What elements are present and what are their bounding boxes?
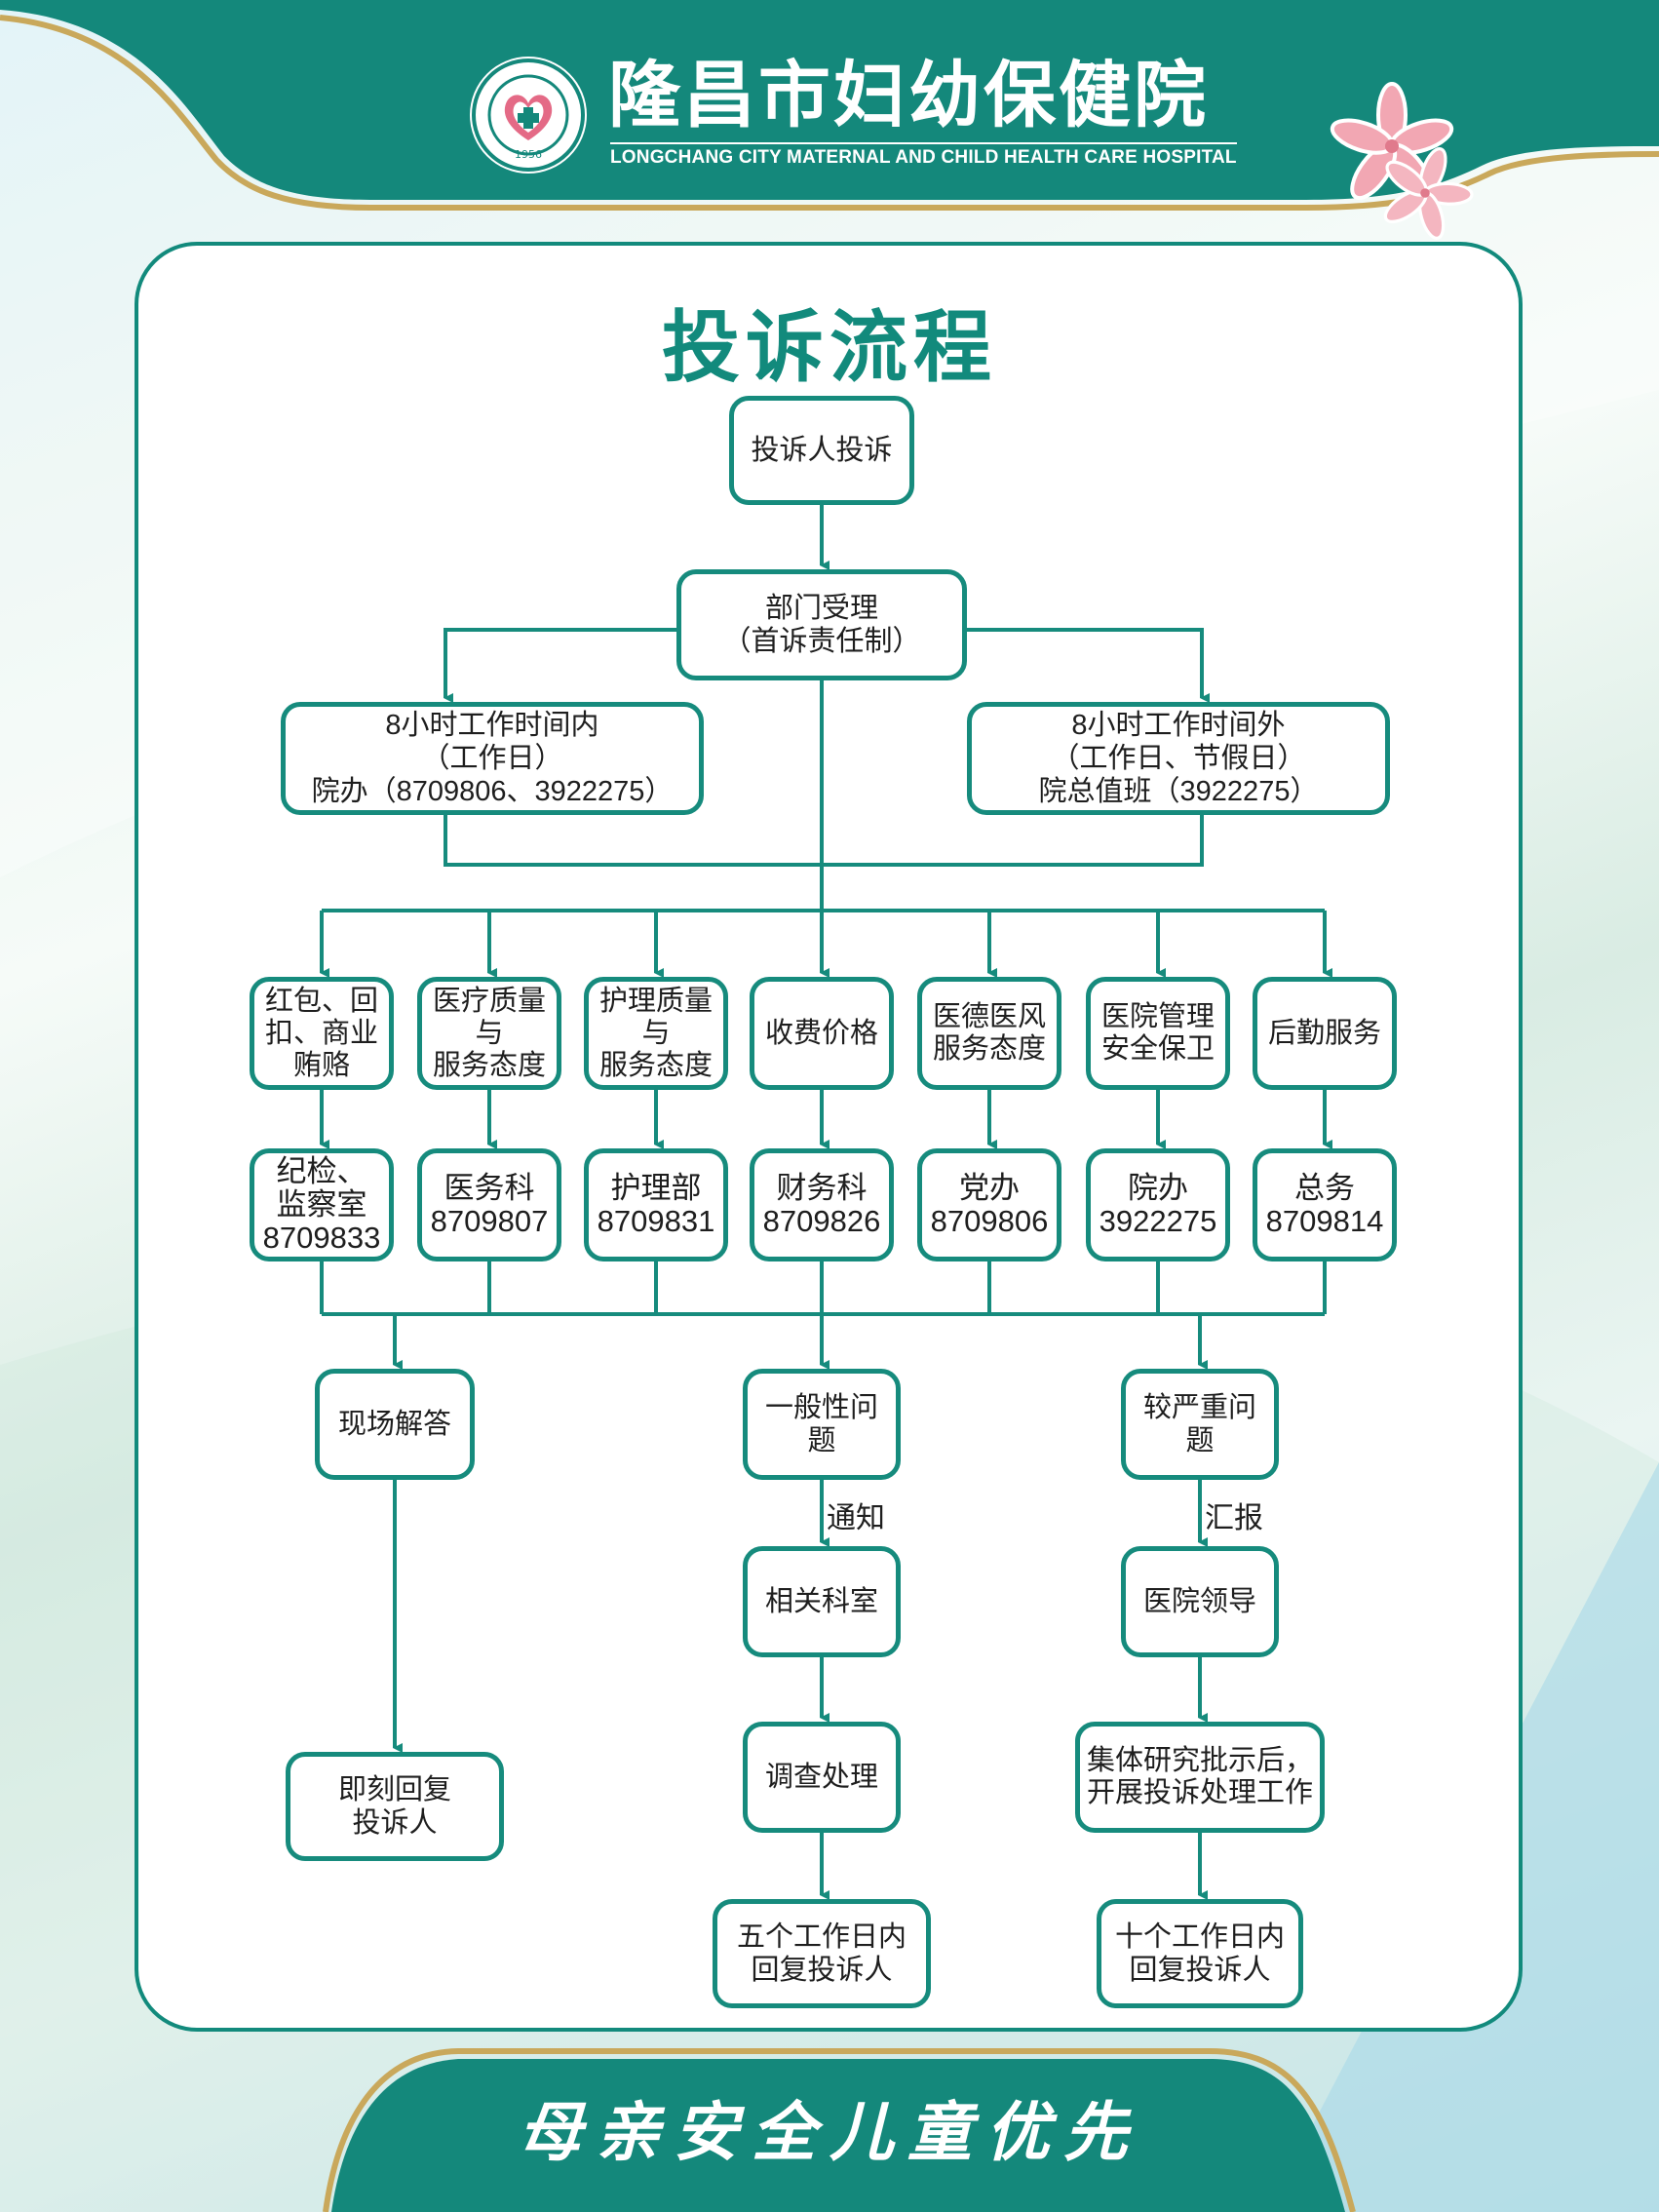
hospital-name: 隆昌市妇幼保健院 xyxy=(608,54,1209,137)
edge-label-report: 汇报 xyxy=(1205,1502,1263,1534)
flower-decoration-small xyxy=(1383,147,1474,240)
edge-label-notify: 通知 xyxy=(827,1502,885,1534)
node-onsite-answer: 现场解答 xyxy=(315,1369,475,1480)
node-complainant: 投诉人投诉 xyxy=(729,396,914,505)
node-category-logistics: 后勤服务 xyxy=(1253,977,1397,1090)
node-dept-accept: 部门受理 （首诉责任制） xyxy=(676,569,967,680)
node-category-security: 医院管理 安全保卫 xyxy=(1086,977,1230,1090)
node-hospital-leaders: 医院领导 xyxy=(1121,1546,1279,1657)
node-related-dept: 相关科室 xyxy=(743,1546,901,1657)
header-band xyxy=(0,0,1659,200)
node-general-issue: 一般性问题 xyxy=(743,1369,901,1480)
node-dept-finance: 财务科 8709826 xyxy=(750,1148,894,1261)
node-reply-immediately: 即刻回复 投诉人 xyxy=(286,1752,504,1861)
node-dept-general: 总务 8709814 xyxy=(1253,1148,1397,1261)
page-title: 投诉流程 xyxy=(662,301,997,393)
node-dept-office: 院办 3922275 xyxy=(1086,1148,1230,1261)
node-category-bribery: 红包、回 扣、商业 贿赂 xyxy=(250,977,394,1090)
node-category-medical: 医疗质量 与 服务态度 xyxy=(417,977,561,1090)
node-dept-medical: 医务科 8709807 xyxy=(417,1148,561,1261)
header: 1956 隆昌市妇幼保健院 LONGCHANG CITY MATERNAL AN… xyxy=(0,0,1659,195)
node-investigate: 调查处理 xyxy=(743,1722,901,1833)
node-category-ethics: 医德医风 服务态度 xyxy=(917,977,1061,1090)
footer-band xyxy=(331,2059,1345,2212)
node-category-nursing: 护理质量 与 服务态度 xyxy=(584,977,728,1090)
node-collective-review: 集体研究批示后， 开展投诉处理工作 xyxy=(1075,1722,1325,1833)
node-category-fees: 收费价格 xyxy=(750,977,894,1090)
node-dept-discipline: 纪检、 监察室 8709833 xyxy=(250,1148,394,1261)
node-reply-10-days: 十个工作日内 回复投诉人 xyxy=(1097,1899,1303,2008)
node-off-hours: 8小时工作时间外 （工作日、节假日） 院总值班（3922275） xyxy=(967,702,1390,815)
node-reply-5-days: 五个工作日内 回复投诉人 xyxy=(713,1899,931,2008)
hospital-name-english: LONGCHANG CITY MATERNAL AND CHILD HEALTH… xyxy=(610,142,1237,169)
svg-text:1956: 1956 xyxy=(515,148,542,161)
node-in-hours: 8小时工作时间内 （工作日） 院办（8709806、3922275） xyxy=(281,702,704,815)
node-dept-party: 党办 8709806 xyxy=(917,1148,1061,1261)
hospital-logo-icon: 1956 xyxy=(470,57,587,174)
footer-gold-trim xyxy=(323,2048,1356,2212)
footer-slogan: 母亲安全儿童优先 xyxy=(518,2094,1141,2170)
node-dept-nursing: 护理部 8709831 xyxy=(584,1148,728,1261)
node-serious-issue: 较严重问题 xyxy=(1121,1369,1279,1480)
header-gold-trim xyxy=(0,15,1659,211)
